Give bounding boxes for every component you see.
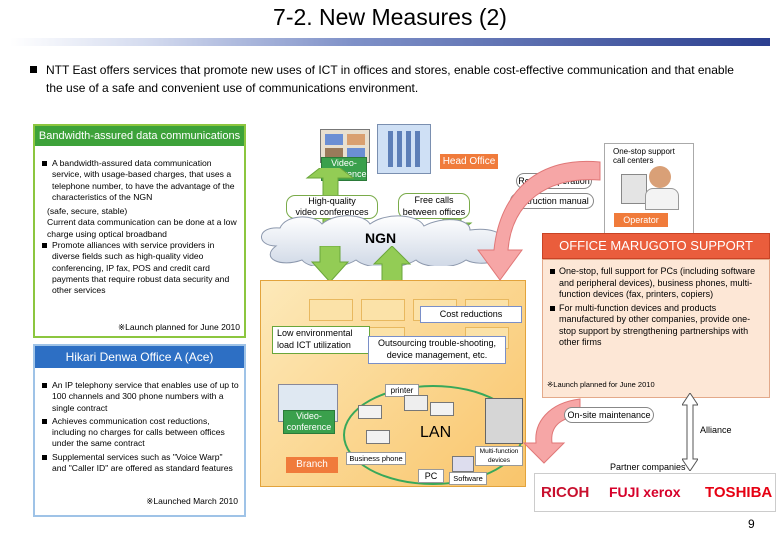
- bandwidth-list: A bandwidth-assured data communication s…: [41, 158, 239, 297]
- alliance-label: Alliance: [700, 425, 732, 435]
- hikari-header: Hikari Denwa Office A (Ace): [35, 346, 244, 368]
- marugoto-list: One-stop, full support for PCs (includin…: [549, 266, 763, 349]
- arrow-down-icon: [310, 246, 350, 283]
- hikari-list: An IP telephony service that enables use…: [41, 380, 239, 474]
- bandwidth-item-note: Current data communication can be done a…: [47, 217, 237, 239]
- page-title: 7-2. New Measures (2): [273, 4, 507, 30]
- operator-icon: [649, 166, 671, 188]
- marugoto-launch-note: ※Launch planned for June 2010: [547, 380, 655, 389]
- intro-paragraph: NTT East offers services that promote ne…: [30, 61, 750, 97]
- pc-label: PC: [418, 469, 444, 483]
- toshiba-logo: TOSHIBA: [705, 484, 773, 501]
- bandwidth-launch-note: ※Launch planned for June 2010: [118, 322, 240, 332]
- bandwidth-header: Bandwidth-assured data communications: [35, 126, 244, 146]
- bandwidth-item-note: (safe, secure, stable): [47, 206, 128, 217]
- operator-label: Operator: [614, 213, 668, 227]
- call-center-label: One-stop support call centers: [613, 147, 675, 165]
- phone-icon: [358, 405, 382, 419]
- monitor-icon: [621, 174, 647, 204]
- multifunction-label: Multi-function devices: [475, 446, 523, 466]
- ngn-label: NGN: [365, 230, 397, 246]
- marugoto-item: For multi-function devices and products …: [549, 303, 763, 349]
- bandwidth-item: A bandwidth-assured data communication s…: [41, 158, 239, 203]
- hikari-panel: Hikari Denwa Office A (Ace) An IP teleph…: [33, 344, 246, 517]
- marugoto-item: One-stop, full support for PCs (includin…: [549, 266, 763, 301]
- bandwidth-item: Promote alliances with service providers…: [41, 240, 239, 296]
- double-arrow-icon: [682, 393, 698, 471]
- bandwidth-panel: Bandwidth-assured data communications A …: [33, 124, 246, 338]
- intro-text: NTT East offers services that promote ne…: [46, 63, 734, 95]
- marugoto-header: OFFICE MARUGOTO SUPPORT: [542, 233, 770, 259]
- hikari-launch-note: ※Launched March 2010: [146, 496, 238, 506]
- lan-label: LAN: [420, 424, 452, 441]
- branch-label: Branch: [286, 457, 338, 473]
- ricoh-logo: RICOH: [541, 484, 590, 501]
- bullet-icon: [30, 66, 37, 73]
- multifunction-device-icon: [485, 398, 523, 444]
- arrow-curve-icon: [477, 160, 601, 281]
- lower-arrow: [310, 246, 350, 283]
- high-quality-video-label: High-quality video conferences: [286, 195, 378, 219]
- hikari-item: An IP telephony service that enables use…: [41, 380, 239, 414]
- partner-companies-label: Partner companies: [610, 462, 686, 472]
- onsite-arrow: [522, 398, 581, 464]
- onsite-maintenance-label: On-site maintenance: [564, 407, 654, 423]
- marugoto-panel: One-stop, full support for PCs (includin…: [542, 259, 770, 398]
- cost-reductions-label: Cost reductions: [420, 306, 522, 323]
- phone-icon: [366, 430, 390, 444]
- branch-video-label: Video- conference: [283, 410, 335, 434]
- pc-icon: [452, 456, 474, 472]
- low-environment-label: Low environmental load ICT utilization: [272, 326, 370, 354]
- alliance-arrow: [682, 393, 698, 471]
- partner-logos: RICOH FUJI xerox TOSHIBA: [534, 473, 776, 512]
- office-building-icon: [377, 124, 431, 174]
- printer-label: printer: [385, 384, 419, 397]
- hikari-item: Supplemental services such as "Voice War…: [41, 452, 239, 475]
- page-number: 9: [748, 517, 755, 531]
- head-office-label: Head Office: [440, 154, 498, 169]
- business-phone-label: Business phone: [346, 452, 406, 465]
- software-label: Software: [449, 472, 487, 485]
- remote-arrow: [477, 160, 601, 281]
- outsourcing-label: Outsourcing trouble-shooting, device man…: [368, 336, 506, 364]
- hikari-item: Achieves communication cost reductions, …: [41, 416, 239, 450]
- printer-icon: [404, 395, 428, 411]
- title-underline: [10, 38, 770, 46]
- fujixerox-logo: FUJI xerox: [609, 484, 681, 500]
- arrow-up-icon: [372, 246, 412, 283]
- phone-icon: [430, 402, 454, 416]
- free-calls-label: Free calls between offices: [398, 193, 470, 219]
